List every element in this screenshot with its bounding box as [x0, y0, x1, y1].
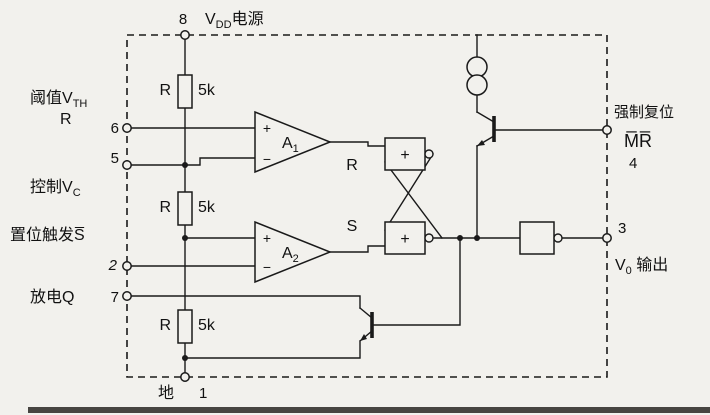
pin6-threshold-label-line2: R: [60, 111, 72, 128]
resistor-name: R: [159, 317, 171, 334]
discharge-wire: [130, 295, 361, 309]
pin2-trigger-label: 置位触发S̅: [10, 226, 85, 244]
plus-input-sign: +: [263, 120, 271, 136]
pin4-number: 4: [629, 155, 637, 172]
pin7-discharge-label: 放电Q: [30, 288, 74, 306]
pin3-number: 3: [618, 220, 626, 237]
pin-5-terminal: [122, 160, 132, 170]
comparator-name: A1: [282, 135, 299, 155]
pin2-number: 2: [108, 257, 118, 274]
ic-boundary: [126, 34, 608, 378]
emitter-arrow: [477, 140, 485, 146]
pin7-number: 7: [111, 289, 119, 306]
resistor-r2: R 5k: [159, 191, 216, 226]
resistor-r1: R 5k: [159, 74, 216, 109]
pin-2-terminal: [122, 261, 132, 271]
pin-1-terminal: [180, 372, 190, 382]
pin-4-terminal: [602, 125, 612, 135]
wires: [130, 34, 604, 374]
comparator2-output-wire: [329, 245, 386, 253]
plus-input-sign: +: [263, 230, 271, 246]
pin6-threshold-label: 阈值VTH: [30, 89, 87, 110]
scan-edge-artifact: [28, 407, 710, 413]
resistor-value: 5k: [198, 317, 216, 334]
resistor-body: [177, 74, 193, 109]
gate-symbol: +: [400, 231, 409, 248]
comparator-triangle: [254, 110, 333, 174]
inversion-bubble: [424, 233, 434, 243]
pin-terminals: [122, 30, 612, 382]
pin4-reset-label-mr: M̅R̅: [624, 131, 652, 151]
pin4-reset-label: 强制复位: [614, 103, 674, 121]
comparator-triangle: [254, 220, 333, 284]
junction-dot: [182, 355, 188, 361]
r-input-label: R: [346, 157, 358, 174]
gate-symbol: +: [400, 147, 409, 164]
pin1-ground-label: 地: [158, 384, 174, 402]
pin-3-terminal: [602, 233, 612, 243]
junction-dot: [474, 235, 480, 241]
pin8-number: 8: [179, 11, 187, 28]
control-wire: [130, 157, 256, 166]
current-source: [466, 56, 488, 96]
flipflop-r-gate: + R: [346, 137, 434, 174]
pin-6-terminal: [122, 123, 132, 133]
discharge-transistor-leads: [184, 237, 461, 359]
comparator1-output-wire: [329, 141, 386, 147]
s-input-label: S: [347, 218, 358, 235]
pin6-number: 6: [111, 120, 119, 137]
emitter-arrow: [360, 334, 367, 341]
minus-input-sign: −: [263, 151, 271, 167]
current-source-circle-top: [466, 56, 488, 78]
resistor-value: 5k: [198, 199, 216, 216]
resistor-r3: R 5k: [159, 309, 216, 344]
pin8-supply-label: VDD电源: [205, 10, 264, 31]
junction-dot: [182, 235, 188, 241]
resistor-name: R: [159, 82, 171, 99]
reset-transistor-leads: [476, 111, 495, 147]
pin-8-terminal: [180, 30, 190, 40]
pin1-number: 1: [199, 385, 207, 402]
reset-transistor: [477, 116, 496, 146]
flipflop-s-gate: + S: [347, 218, 434, 255]
minus-input-sign: −: [263, 259, 271, 275]
junction-dot: [457, 235, 463, 241]
output-buffer-gate: [519, 221, 563, 255]
resistor-body: [177, 309, 193, 344]
resistor-name: R: [159, 199, 171, 216]
resistor-value: 5k: [198, 82, 216, 99]
junction-dot: [182, 162, 188, 168]
pin3-output-label: V0 输出: [615, 256, 668, 277]
comparator-a2: + − A2: [254, 220, 333, 284]
gate-body: [519, 221, 555, 255]
resistor-body: [177, 191, 193, 226]
inversion-bubble: [424, 149, 434, 159]
discharge-transistor: [360, 312, 374, 341]
comparator-name: A2: [282, 245, 299, 265]
pin5-number: 5: [111, 150, 119, 167]
pin5-control-label: 控制VC: [30, 178, 81, 199]
pin-7-terminal: [122, 291, 132, 301]
comparator-a1: + − A1: [254, 110, 333, 174]
current-source-circle-bottom: [466, 74, 488, 96]
junction-dots: [182, 162, 480, 361]
inversion-bubble: [553, 233, 563, 243]
